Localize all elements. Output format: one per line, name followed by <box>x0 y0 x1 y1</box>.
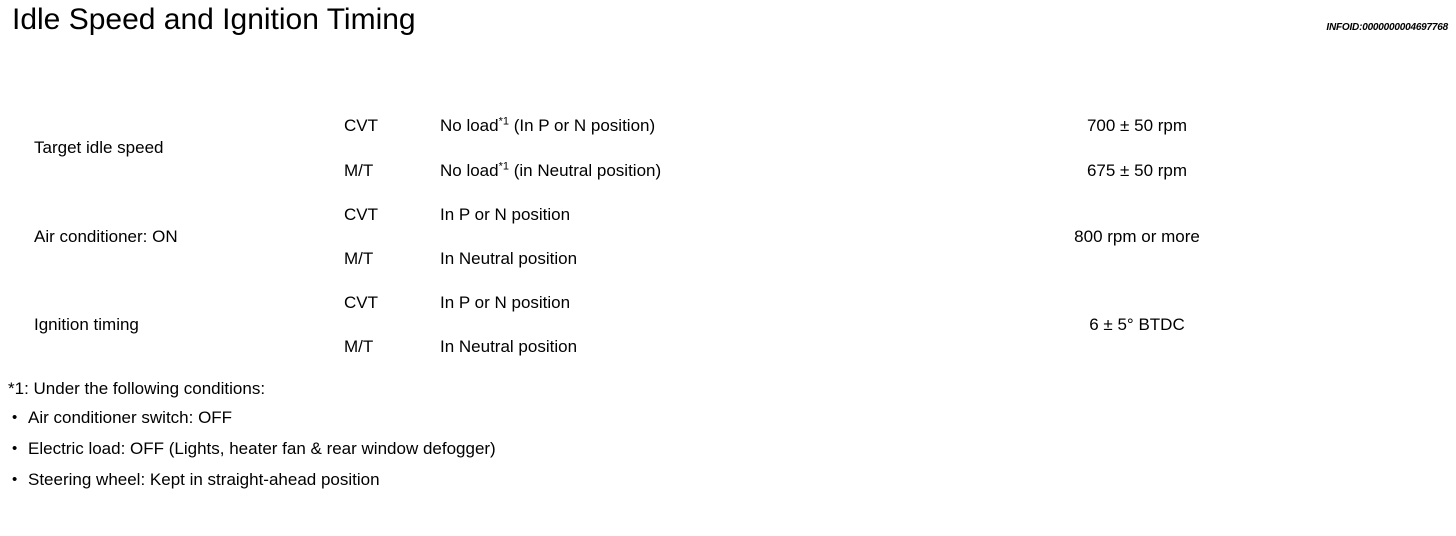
spec-value: 800 rpm or more <box>1074 227 1200 246</box>
footnote-text: Steering wheel: Kept in straight-ahead p… <box>28 469 380 489</box>
transmission-cell-cvt: CVT <box>322 103 424 148</box>
table-row: Ignition timing CVT In P or N position 6… <box>12 281 1424 334</box>
spec-value: 675 ± 50 rpm <box>1086 160 1188 180</box>
table-row: Target idle speed CVT No load*1 (In P or… <box>12 103 1424 157</box>
condition-cell: In P or N position <box>424 193 850 237</box>
transmission-cell-mt: M/T <box>322 148 424 193</box>
row-header-ignition-timing: Ignition timing <box>12 281 322 369</box>
transmission-cell-mt: M/T <box>322 237 424 281</box>
footnote-ref: *1 <box>498 159 510 172</box>
row-header-label: Ignition timing <box>34 315 139 334</box>
condition-text: No load*1 (In P or N position) <box>440 114 656 135</box>
condition-text: In P or N position <box>440 205 571 224</box>
condition-text: No load*1 (in Neutral position) <box>440 159 662 180</box>
transmission-label: M/T <box>344 160 374 180</box>
transmission-label: CVT <box>344 115 378 135</box>
table-row: M/T In Neutral position <box>12 325 1424 369</box>
condition-text: In P or N position <box>440 293 571 312</box>
transmission-label: M/T <box>344 249 374 268</box>
spec-value: 6 ± 5° BTDC <box>1089 315 1185 334</box>
row-header-target-idle-speed: Target idle speed <box>12 103 322 193</box>
footnotes-block: *1: Under the following conditions: • Ai… <box>8 380 1008 501</box>
footnote-item: • Electric load: OFF (Lights, heater fan… <box>8 440 1008 471</box>
spec-value: 700 ± 50 rpm <box>1086 115 1188 135</box>
page-title: Idle Speed and Ignition Timing <box>12 3 416 36</box>
spec-value-cell: 700 ± 50 rpm <box>850 103 1424 148</box>
condition-cell: In Neutral position <box>424 325 850 369</box>
transmission-label: CVT <box>344 293 378 312</box>
row-header-air-conditioner-on: Air conditioner: ON <box>12 193 322 281</box>
transmission-cell-cvt: CVT <box>322 193 424 237</box>
row-header-label: Target idle speed <box>34 138 164 157</box>
condition-cell: No load*1 (In P or N position) <box>424 103 850 148</box>
transmission-label: M/T <box>344 337 374 356</box>
condition-text: In Neutral position <box>440 337 578 356</box>
condition-cell: In P or N position <box>424 281 850 325</box>
transmission-cell-mt: M/T <box>322 325 424 369</box>
spec-value-cell-merged: 6 ± 5° BTDC <box>850 281 1424 369</box>
footnote-ref: *1 <box>498 114 510 127</box>
table-row: M/T No load*1 (in Neutral position) 675 … <box>12 148 1424 193</box>
bullet-icon: • <box>12 409 18 426</box>
footnote-heading: *1: Under the following conditions: <box>8 379 266 398</box>
table-row: M/T In Neutral position <box>12 237 1424 281</box>
footnote-item: • Steering wheel: Kept in straight-ahead… <box>8 471 1008 502</box>
condition-cell: No load*1 (in Neutral position) <box>424 148 850 193</box>
condition-text: In Neutral position <box>440 249 578 268</box>
bullet-icon: • <box>12 470 18 488</box>
bullet-icon: • <box>12 439 18 457</box>
footnote-text: Electric load: OFF (Lights, heater fan &… <box>28 438 496 458</box>
transmission-cell-cvt: CVT <box>322 281 424 325</box>
transmission-label: CVT <box>344 205 378 224</box>
footnote-item: • Air conditioner switch: OFF <box>8 409 1008 440</box>
row-header-label: Air conditioner: ON <box>34 227 178 246</box>
idle-speed-spec-table: Target idle speed CVT No load*1 (In P or… <box>12 103 1424 369</box>
condition-cell: In Neutral position <box>424 237 850 281</box>
footnote-text: Air conditioner switch: OFF <box>28 408 233 427</box>
infoid-label: INFOID:0000000004697768 <box>1326 22 1448 33</box>
table-row: Air conditioner: ON CVT In P or N positi… <box>12 193 1424 246</box>
spec-value-cell-merged: 800 rpm or more <box>850 193 1424 281</box>
spec-value-cell: 675 ± 50 rpm <box>850 148 1424 193</box>
